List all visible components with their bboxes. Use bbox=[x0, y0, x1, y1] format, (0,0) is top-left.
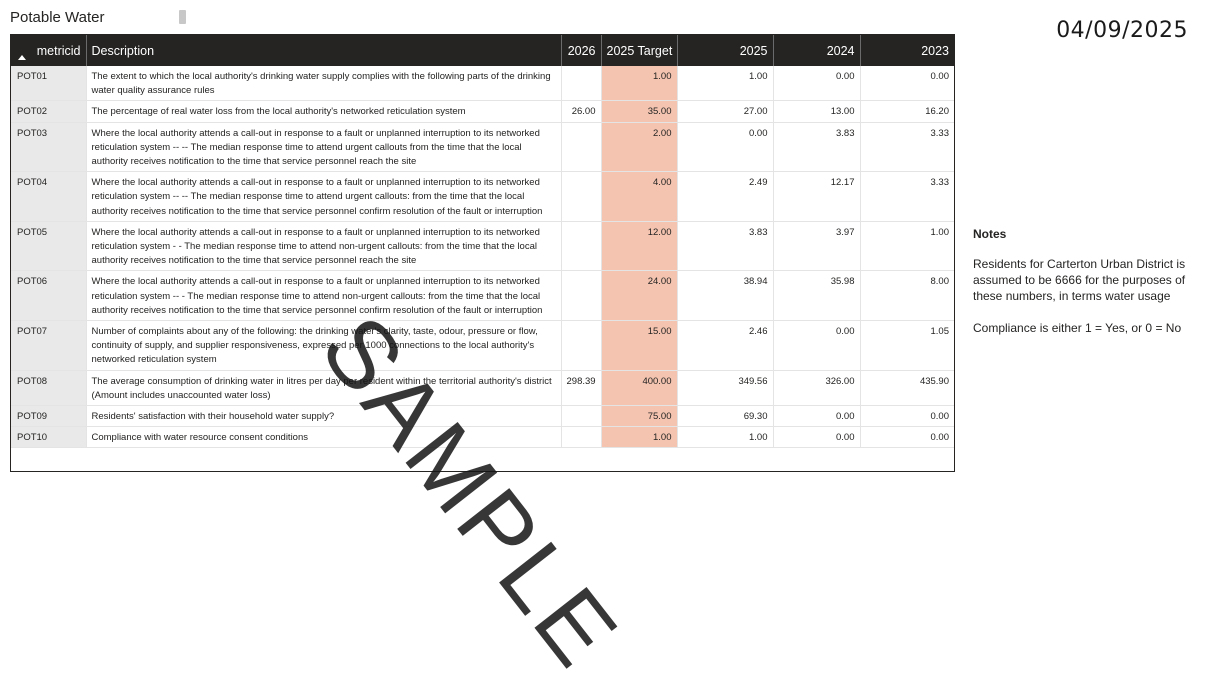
description-cell: The average consumption of drinking wate… bbox=[86, 370, 562, 407]
value-2024-cell: 3.83 bbox=[773, 122, 861, 173]
column-header-2025[interactable]: 2025 bbox=[677, 35, 774, 66]
value-2024-cell: 12.17 bbox=[773, 171, 861, 222]
value-2025-cell: 27.00 bbox=[677, 100, 774, 123]
value-2025-cell: 1.00 bbox=[677, 66, 774, 102]
value-2026-cell bbox=[561, 171, 602, 222]
metric-id-cell: POT01 bbox=[11, 66, 87, 102]
page-title: Potable Water bbox=[10, 9, 105, 26]
drag-handle-icon[interactable] bbox=[179, 10, 186, 24]
metric-id-cell: POT04 bbox=[11, 171, 87, 222]
value-2024-cell: 0.00 bbox=[773, 66, 861, 102]
value-2023-cell: 0.00 bbox=[860, 405, 954, 428]
value-2025-cell: 2.49 bbox=[677, 171, 774, 222]
value-2025-cell: 349.56 bbox=[677, 370, 774, 407]
value-2026-cell: 26.00 bbox=[561, 100, 602, 123]
target-2025-cell: 24.00 bbox=[601, 270, 678, 322]
metric-id-cell: POT03 bbox=[11, 122, 87, 173]
value-2026-cell bbox=[561, 320, 602, 371]
value-2025-cell: 0.00 bbox=[677, 122, 774, 173]
value-2026-cell bbox=[561, 122, 602, 173]
target-2025-cell: 75.00 bbox=[601, 405, 678, 428]
value-2023-cell: 435.90 bbox=[860, 370, 954, 407]
value-2026-cell bbox=[561, 270, 602, 322]
metric-id-cell: POT06 bbox=[11, 270, 87, 322]
metric-id-cell: POT10 bbox=[11, 426, 87, 449]
metric-id-cell: POT09 bbox=[11, 405, 87, 428]
report-date: 04/09/2025 bbox=[1056, 18, 1188, 43]
description-cell: The percentage of real water loss from t… bbox=[86, 100, 562, 123]
description-cell: Residents' satisfaction with their house… bbox=[86, 405, 562, 428]
value-2023-cell: 1.05 bbox=[860, 320, 954, 371]
value-2026-cell: 298.39 bbox=[561, 370, 602, 407]
value-2025-cell: 69.30 bbox=[677, 405, 774, 428]
column-header-label: metricid bbox=[36, 43, 81, 58]
value-2023-cell: 3.33 bbox=[860, 122, 954, 173]
notes-heading: Notes bbox=[973, 227, 1007, 241]
target-2025-cell: 15.00 bbox=[601, 320, 678, 371]
target-2025-cell: 4.00 bbox=[601, 171, 678, 222]
value-2024-cell: 3.97 bbox=[773, 221, 861, 272]
value-2025-cell: 2.46 bbox=[677, 320, 774, 371]
column-header-2026[interactable]: 2026 bbox=[561, 35, 602, 66]
value-2025-cell: 38.94 bbox=[677, 270, 774, 322]
column-header-2024[interactable]: 2024 bbox=[773, 35, 861, 66]
metrics-table: metricid Description 2026 2025 Target 20… bbox=[10, 34, 955, 472]
description-cell: Where the local authority attends a call… bbox=[86, 171, 562, 222]
description-cell: The extent to which the local authority'… bbox=[86, 66, 562, 102]
value-2025-cell: 3.83 bbox=[677, 221, 774, 272]
value-2026-cell bbox=[561, 66, 602, 102]
notes-line: Compliance is either 1 = Yes, or 0 = No bbox=[973, 321, 1182, 335]
metric-id-cell: POT02 bbox=[11, 100, 87, 123]
value-2023-cell: 3.33 bbox=[860, 171, 954, 222]
metric-id-cell: POT08 bbox=[11, 370, 87, 407]
value-2025-cell: 1.00 bbox=[677, 426, 774, 449]
value-2023-cell: 16.20 bbox=[860, 100, 954, 123]
metric-id-cell: POT07 bbox=[11, 320, 87, 371]
value-2024-cell: 13.00 bbox=[773, 100, 861, 123]
value-2026-cell bbox=[561, 426, 602, 449]
target-2025-cell: 35.00 bbox=[601, 100, 678, 123]
value-2023-cell: 0.00 bbox=[860, 426, 954, 449]
notes-panel: Notes Residents for Carterton Urban Dist… bbox=[973, 226, 1209, 352]
target-2025-cell: 2.00 bbox=[601, 122, 678, 173]
value-2024-cell: 0.00 bbox=[773, 320, 861, 371]
description-cell: Where the local authority attends a call… bbox=[86, 270, 562, 322]
value-2024-cell: 326.00 bbox=[773, 370, 861, 407]
column-header-2025-target[interactable]: 2025 Target bbox=[601, 35, 678, 66]
value-2024-cell: 0.00 bbox=[773, 405, 861, 428]
value-2024-cell: 0.00 bbox=[773, 426, 861, 449]
description-cell: Where the local authority attends a call… bbox=[86, 221, 562, 272]
metric-id-cell: POT05 bbox=[11, 221, 87, 272]
target-2025-cell: 400.00 bbox=[601, 370, 678, 407]
value-2023-cell: 8.00 bbox=[860, 270, 954, 322]
table-header-row: metricid Description 2026 2025 Target 20… bbox=[11, 35, 954, 66]
target-2025-cell: 12.00 bbox=[601, 221, 678, 272]
target-2025-cell: 1.00 bbox=[601, 426, 678, 449]
value-2024-cell: 35.98 bbox=[773, 270, 861, 322]
column-header-2023[interactable]: 2023 bbox=[860, 35, 954, 66]
column-header-metricid[interactable]: metricid bbox=[11, 35, 87, 66]
value-2026-cell bbox=[561, 405, 602, 428]
target-2025-cell: 1.00 bbox=[601, 66, 678, 102]
value-2023-cell: 1.00 bbox=[860, 221, 954, 272]
value-2026-cell bbox=[561, 221, 602, 272]
description-cell: Where the local authority attends a call… bbox=[86, 122, 562, 173]
value-2023-cell: 0.00 bbox=[860, 66, 954, 102]
column-header-description[interactable]: Description bbox=[86, 35, 562, 66]
sort-ascending-icon[interactable] bbox=[18, 55, 26, 60]
description-cell: Compliance with water resource consent c… bbox=[86, 426, 562, 449]
notes-line: Residents for Carterton Urban District i… bbox=[973, 257, 1186, 303]
description-cell: Number of complaints about any of the fo… bbox=[86, 320, 562, 371]
